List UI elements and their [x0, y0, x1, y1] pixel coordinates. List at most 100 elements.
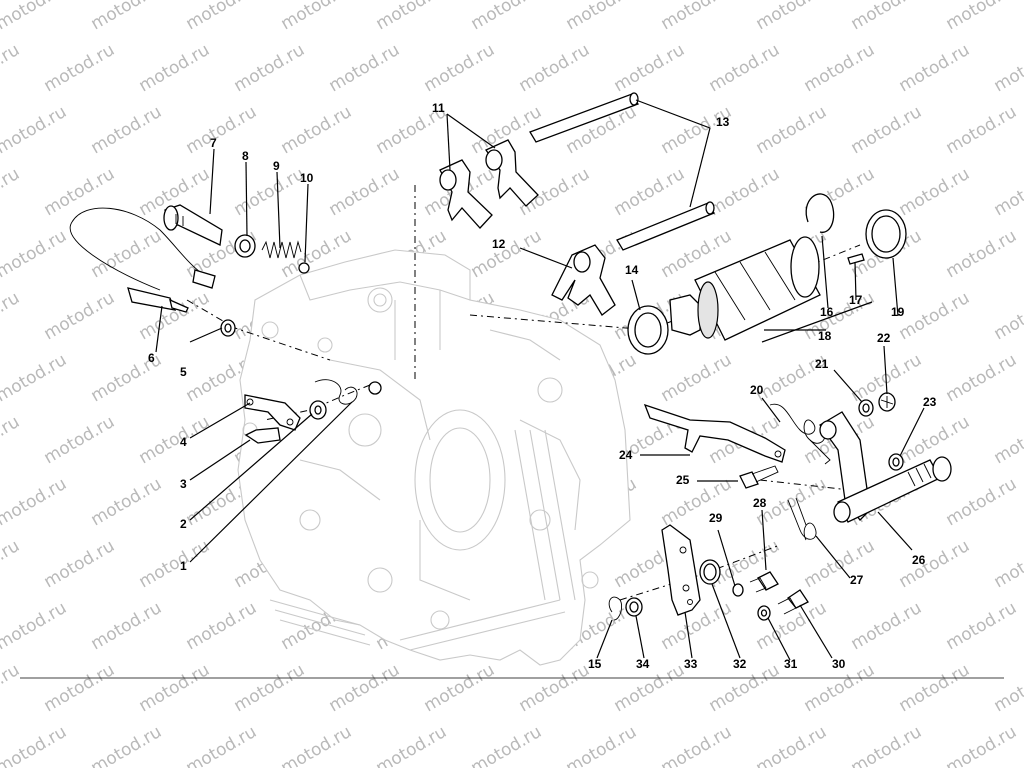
- callout-7: 7: [210, 136, 217, 150]
- watermark-text: motod.ru: [88, 102, 166, 158]
- watermark-text: motod.ru: [88, 226, 166, 282]
- watermark-text: motod.ru: [0, 722, 70, 768]
- watermark-text: motod.ru: [136, 660, 214, 716]
- watermark-text: motod.ru: [231, 660, 309, 716]
- watermark-text: motod.ru: [373, 722, 451, 768]
- callout-1: 1: [180, 559, 187, 573]
- watermark-text: motod.ru: [183, 598, 261, 654]
- callout-6: 6: [148, 351, 155, 365]
- watermark-text: motod.ru: [896, 40, 974, 96]
- watermark-text: motod.ru: [0, 350, 70, 406]
- watermark-text: motod.ru: [136, 412, 214, 468]
- callout-10: 10: [300, 171, 314, 185]
- watermark-text: motod.ru: [0, 660, 23, 716]
- watermark-text: motod.ru: [0, 164, 23, 220]
- watermark-text: motod.ru: [468, 722, 546, 768]
- watermark-text: motod.ru: [136, 40, 214, 96]
- washer-34: [626, 598, 642, 616]
- watermark-text: motod.ru: [658, 0, 736, 34]
- watermark-text: motod.ru: [611, 164, 689, 220]
- callout-34: 34: [636, 657, 650, 671]
- circlip-22: [879, 393, 895, 411]
- watermark-text: motod.ru: [658, 722, 736, 768]
- watermark-text: motod.ru: [753, 722, 831, 768]
- watermark-text: motod.ru: [88, 474, 166, 530]
- washer-21: [859, 400, 873, 416]
- circlip-16: [806, 194, 833, 232]
- watermark-text: motod.ru: [848, 722, 926, 768]
- watermark-text: motod.ru: [373, 0, 451, 34]
- watermark-text: motod.ru: [0, 226, 70, 282]
- watermark-text: motod.ru: [88, 722, 166, 768]
- callout-11: 11: [432, 101, 445, 115]
- watermark-text: motod.ru: [753, 102, 831, 158]
- callout-3: 3: [180, 477, 187, 491]
- callout-18: 18: [818, 329, 832, 343]
- watermark-text: motod.ru: [0, 412, 23, 468]
- watermark-text: motod.ru: [753, 0, 831, 34]
- watermark-text: motod.ru: [231, 164, 309, 220]
- callout-2: 2: [180, 517, 187, 531]
- watermark-text: motod.ru: [41, 536, 119, 592]
- callout-14: 14: [625, 263, 639, 277]
- watermark-text: motod.ru: [326, 164, 404, 220]
- watermark-text: motod.ru: [183, 0, 261, 34]
- watermark-text: motod.ru: [0, 474, 70, 530]
- ring-19: [866, 210, 906, 258]
- watermark-text: motod.ru: [88, 598, 166, 654]
- callout-25: 25: [676, 473, 690, 487]
- callout-15: 15: [588, 657, 602, 671]
- watermark-text: motod.ru: [943, 722, 1021, 768]
- watermark-text: motod.ru: [991, 40, 1024, 96]
- callout-26: 26: [912, 553, 926, 567]
- watermark-text: motod.ru: [991, 660, 1024, 716]
- watermark-text: motod.ru: [183, 722, 261, 768]
- watermark-text: motod.ru: [278, 102, 356, 158]
- watermark-text: motod.ru: [706, 40, 784, 96]
- watermark-text: motod.ru: [658, 598, 736, 654]
- watermark-text: motod.ru: [658, 102, 736, 158]
- watermark-text: motod.ru: [658, 350, 736, 406]
- screw-25: [740, 466, 778, 488]
- watermark-text: motod.ru: [278, 0, 356, 34]
- callout-4: 4: [180, 435, 187, 449]
- watermark-text: motod.ru: [41, 660, 119, 716]
- watermark-text: motod.ru: [658, 474, 736, 530]
- screw-28: [750, 572, 778, 592]
- watermark-text: motod.ru: [943, 598, 1021, 654]
- seal-ring-14: [628, 306, 668, 354]
- watermark-text: motod.ru: [136, 536, 214, 592]
- callout-20: 20: [750, 383, 764, 397]
- callout-33: 33: [684, 657, 698, 671]
- callout-13: 13: [716, 115, 730, 129]
- callout-19: 19: [891, 305, 905, 319]
- callout-27: 27: [850, 573, 864, 587]
- watermark-text: motod.ru: [991, 536, 1024, 592]
- plate-33: [662, 525, 700, 615]
- watermark-text: motod.ru: [563, 0, 641, 34]
- watermark-text: motod.ru: [278, 722, 356, 768]
- watermark-text: motod.ru: [943, 350, 1021, 406]
- callout-9: 9: [273, 159, 280, 173]
- watermark-text: motod.ru: [896, 660, 974, 716]
- watermark-text: motod.ru: [0, 102, 70, 158]
- watermark-text: motod.ru: [231, 40, 309, 96]
- watermark-text: motod.ru: [943, 226, 1021, 282]
- watermark-text: motod.ru: [848, 598, 926, 654]
- watermark-text: motod.ru: [896, 288, 974, 344]
- watermark-text: motod.ru: [991, 288, 1024, 344]
- bush-32: [700, 560, 720, 584]
- callout-21: 21: [815, 357, 829, 371]
- callout-17: 17: [849, 293, 863, 307]
- callout-22: 22: [877, 331, 891, 345]
- watermark-text: motod.ru: [0, 40, 23, 96]
- watermark-text: motod.ru: [468, 226, 546, 282]
- watermark-text: motod.ru: [0, 536, 23, 592]
- callout-28: 28: [753, 496, 767, 510]
- watermark-text: motod.ru: [943, 0, 1021, 34]
- watermark-text: motod.ru: [41, 288, 119, 344]
- callout-5: 5: [180, 365, 187, 379]
- watermark-text: motod.ru: [943, 474, 1021, 530]
- watermark-text: motod.ru: [41, 164, 119, 220]
- watermark-text: motod.ru: [468, 0, 546, 34]
